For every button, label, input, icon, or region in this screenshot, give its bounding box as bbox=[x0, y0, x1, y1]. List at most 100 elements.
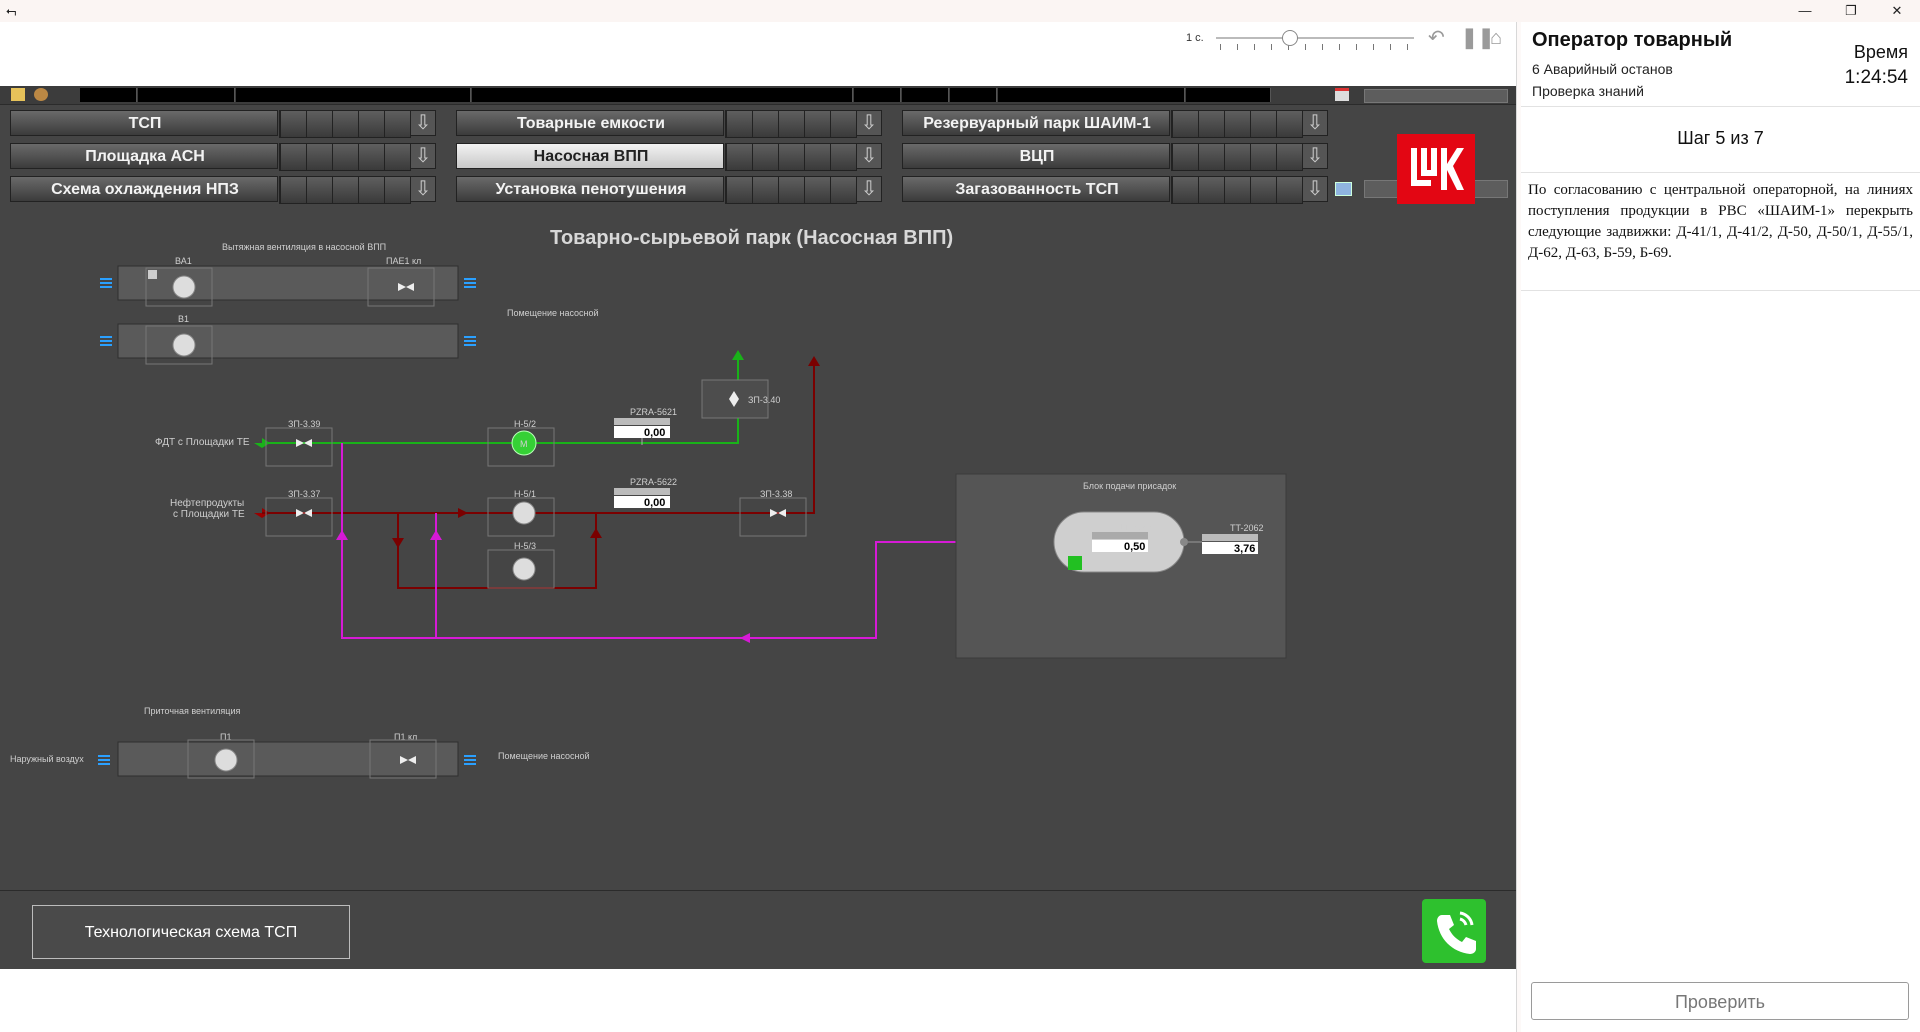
screen-icon[interactable] bbox=[11, 88, 25, 101]
nav-ploshchadka-asn[interactable]: Площадка АСН bbox=[10, 143, 411, 171]
pump-room-label: Помещение насосной bbox=[507, 308, 599, 318]
divider bbox=[1521, 290, 1920, 291]
valve-p1kl-frame[interactable] bbox=[369, 739, 437, 779]
arrow-down-icon bbox=[392, 538, 404, 548]
nav-tsp-dropdown-icon[interactable]: ⇩ bbox=[410, 110, 436, 136]
printer-icon[interactable] bbox=[1335, 182, 1352, 196]
pump-n51-label: Н-5/1 bbox=[514, 489, 536, 499]
fdt-source-label: ФДТ с Площадки ТЕ bbox=[155, 437, 250, 448]
sensor-pzra5621-box[interactable] bbox=[614, 426, 670, 438]
speed-slider[interactable] bbox=[1216, 37, 1414, 39]
arrow-in-icon bbox=[100, 336, 112, 346]
valve-zp339-icon[interactable] bbox=[296, 439, 312, 447]
mode-label: Проверка знаний bbox=[1532, 83, 1644, 99]
status-segment bbox=[472, 88, 853, 102]
valve-zp337-frame[interactable] bbox=[265, 497, 333, 537]
nav-zagazovannost-tsp-dropdown-icon[interactable]: ⇩ bbox=[1302, 176, 1328, 202]
fan-va1-icon[interactable] bbox=[172, 275, 196, 299]
status-segment bbox=[1186, 88, 1271, 102]
arrow-up-icon bbox=[732, 350, 744, 360]
nav-skhema-okhlazhdeniya[interactable]: Схема охлаждения НПЗ bbox=[10, 176, 411, 204]
valve-zp340-icon[interactable] bbox=[729, 391, 739, 407]
status-segment bbox=[236, 88, 471, 102]
pump-n53-icon[interactable] bbox=[512, 557, 536, 581]
arrow-up-icon bbox=[590, 528, 602, 538]
task-panel: Оператор товарный 6 Аварийный останов Пр… bbox=[1521, 22, 1920, 1032]
valve-pae1-icon[interactable] bbox=[398, 283, 414, 291]
nav-tsp[interactable]: ТСП bbox=[10, 110, 411, 138]
pump-n52-icon[interactable] bbox=[511, 430, 537, 456]
arrow-out-icon bbox=[464, 755, 476, 765]
lukoil-logo bbox=[1397, 134, 1475, 204]
supply-duct bbox=[117, 741, 459, 777]
valve-zp337-icon[interactable] bbox=[296, 509, 312, 517]
divider bbox=[1521, 106, 1920, 107]
time-value: 1:24:54 bbox=[1844, 67, 1908, 88]
status-segment bbox=[902, 88, 949, 102]
status-field bbox=[1364, 89, 1508, 103]
tech-scheme-button[interactable]: Технологическая схема ТСП bbox=[32, 905, 350, 959]
slider-ticks bbox=[1220, 44, 1416, 50]
tank-level-indicator bbox=[1068, 556, 1082, 570]
fan-va1-frame[interactable] bbox=[145, 267, 213, 307]
pump-n51-icon[interactable] bbox=[512, 501, 536, 525]
phone-call-button[interactable] bbox=[1422, 899, 1486, 963]
nav-skhema-okhlazhdeniya-dropdown-icon[interactable]: ⇩ bbox=[410, 176, 436, 202]
outside-air-label: Наружный воздух bbox=[10, 754, 84, 764]
valve-pae1-label: ПАЕ1 кл bbox=[386, 256, 421, 266]
minimize-button[interactable]: — bbox=[1798, 3, 1812, 18]
valve-pae1-frame[interactable] bbox=[367, 267, 435, 307]
sensor-pzra5621-value: 0,00 bbox=[644, 427, 665, 439]
undo-icon[interactable]: ↶ bbox=[1428, 27, 1445, 49]
status-segment bbox=[138, 88, 235, 102]
valve-zp339-frame[interactable] bbox=[265, 427, 333, 467]
np-source-label-2: с Площадки ТЕ bbox=[173, 509, 245, 520]
magenta-pipeline bbox=[341, 443, 1016, 639]
nav-ustanovka-penotusheniya-dropdown-icon[interactable]: ⇩ bbox=[856, 176, 882, 202]
fan-v1-icon[interactable] bbox=[172, 333, 196, 357]
sensor-pzra5622-bar bbox=[614, 488, 670, 495]
pump-n52-frame[interactable] bbox=[487, 427, 555, 467]
fan-p1-icon[interactable] bbox=[214, 748, 238, 772]
close-button[interactable]: ✕ bbox=[1891, 3, 1903, 18]
nav-zagazovannost-tsp[interactable]: Загазованность ТСП bbox=[902, 176, 1303, 204]
sensor-pzra5622-box[interactable] bbox=[614, 496, 670, 508]
speed-slider-thumb[interactable] bbox=[1282, 30, 1299, 46]
sensor-lt2062-box[interactable] bbox=[1092, 540, 1148, 552]
fan-p1-frame[interactable] bbox=[187, 739, 255, 779]
alarm-icon[interactable] bbox=[34, 88, 48, 101]
nav-rezervuarny-park-dropdown-icon[interactable]: ⇩ bbox=[1302, 110, 1328, 136]
sensor-tt2062-box[interactable] bbox=[1202, 542, 1258, 554]
valve-zp338-frame[interactable] bbox=[739, 497, 807, 537]
fan-v1-frame[interactable] bbox=[145, 325, 213, 365]
status-segment bbox=[950, 88, 997, 102]
motor-marker-text: M bbox=[149, 270, 157, 280]
notepad-icon[interactable] bbox=[1335, 88, 1349, 101]
sensor-pzra5622-value: 0,00 bbox=[644, 497, 665, 509]
nav-rezervuarny-park[interactable]: Резервуарный парк ШАИМ-1 bbox=[902, 110, 1303, 138]
maximize-button[interactable]: ❐ bbox=[1845, 3, 1857, 18]
divider bbox=[1521, 172, 1920, 173]
arrow-left-icon bbox=[740, 633, 750, 643]
valve-p1kl-icon[interactable] bbox=[400, 756, 416, 764]
pump-n53-frame[interactable] bbox=[487, 549, 555, 589]
red-pipeline bbox=[262, 364, 815, 514]
arrow-out-icon bbox=[464, 336, 476, 346]
nav-nasosnaya-vpp-dropdown-icon[interactable]: ⇩ bbox=[856, 143, 882, 169]
nav-nasosnaya-vpp[interactable]: Насосная ВПП bbox=[456, 143, 857, 171]
pump-n51-frame[interactable] bbox=[487, 497, 555, 537]
nav-tovarnye-emkosti-dropdown-icon[interactable]: ⇩ bbox=[856, 110, 882, 136]
valve-zp338-icon[interactable] bbox=[770, 509, 786, 517]
pause-icon[interactable]: ❚❚ bbox=[1461, 27, 1495, 49]
pump-n52-motor-text: M bbox=[520, 439, 528, 449]
check-button[interactable]: Проверить bbox=[1531, 982, 1909, 1020]
supply-vent-label: Приточная вентиляция bbox=[144, 706, 240, 716]
nav-ustanovka-penotusheniya[interactable]: Установка пенотушения bbox=[456, 176, 857, 204]
nav-ploshchadka-asn-dropdown-icon[interactable]: ⇩ bbox=[410, 143, 436, 169]
home-icon[interactable]: ⌂ bbox=[1490, 27, 1503, 49]
nav-vcp[interactable]: ВЦП bbox=[902, 143, 1303, 171]
nav-tovarnye-emkosti[interactable]: Товарные емкости bbox=[456, 110, 857, 138]
speed-label: 1 с. bbox=[1186, 32, 1204, 44]
arrow-in-icon bbox=[100, 278, 112, 288]
nav-vcp-dropdown-icon[interactable]: ⇩ bbox=[1302, 143, 1328, 169]
